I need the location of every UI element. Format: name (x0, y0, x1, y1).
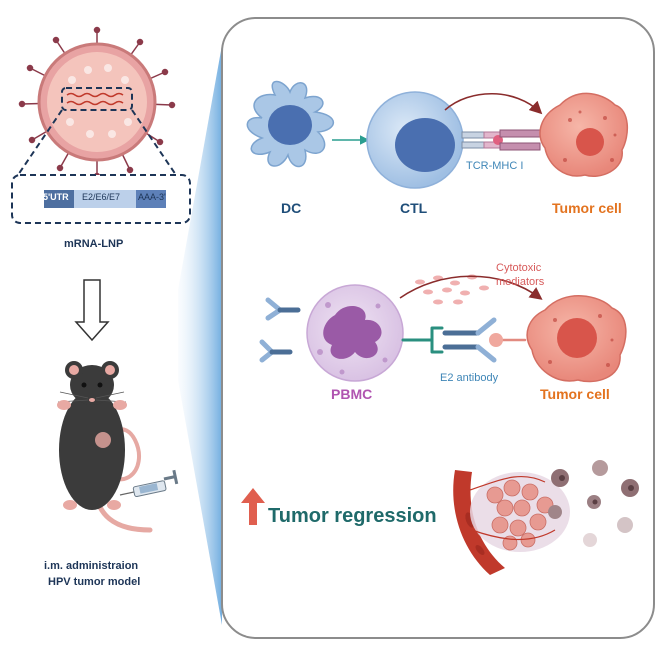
ctl-label: CTL (400, 200, 428, 216)
free-antibody-2 (259, 339, 293, 363)
zoom-line-right (131, 109, 177, 176)
genes-label: E2/E6/E7 (82, 192, 121, 202)
polya-segment (136, 190, 166, 208)
cytotoxic-label-line2: mediators (496, 276, 545, 288)
tumor-cell-top (539, 92, 629, 177)
tumor-regression-label: Tumor regression (268, 505, 437, 527)
fc-receptor-antibody (401, 317, 527, 363)
zoom-funnel (178, 45, 222, 625)
dendritic-cell (246, 80, 335, 168)
lnp-particle (18, 26, 176, 180)
utr5-segment (44, 190, 74, 208)
mouse-caption-line1: i.m. administraion (44, 560, 139, 572)
dying-tumor-cells (548, 460, 639, 547)
zoom-line-left (17, 109, 63, 176)
down-arrow (74, 279, 110, 342)
free-antibody-1 (265, 297, 301, 321)
pbmc-to-tumor-arrow (399, 275, 543, 300)
pbmc-cell (306, 284, 404, 382)
tcr-mhc-receptor (461, 129, 541, 151)
tumor-mass-illustration (453, 470, 570, 575)
syringe-icon (119, 469, 179, 498)
genes-segment (74, 190, 136, 208)
tumor-label-top: Tumor cell (552, 200, 622, 216)
tumor-label-middle: Tumor cell (540, 386, 610, 402)
tcr-mhc-label: TCR-MHC I (466, 160, 524, 172)
mouse-caption-line2: HPV tumor model (48, 576, 141, 588)
up-arrow-icon (241, 488, 265, 525)
cytotoxic-label-line1: Cytotoxic (496, 262, 542, 274)
cytotoxic-mediators (415, 274, 489, 305)
dc-label: DC (281, 200, 302, 216)
ctl-cell (366, 91, 464, 189)
ctl-to-tumor-arrow (444, 93, 543, 115)
utr5-label: 5'UTR (43, 192, 69, 202)
pbmc-label: PBMC (331, 386, 373, 402)
lnp-label: mRNA-LNP (64, 238, 124, 250)
polya-label: AAA-3' (138, 192, 166, 202)
mouse-illustration (57, 361, 153, 533)
antibody-label: E2 antibody (440, 372, 499, 384)
tumor-cell-middle (526, 295, 627, 383)
